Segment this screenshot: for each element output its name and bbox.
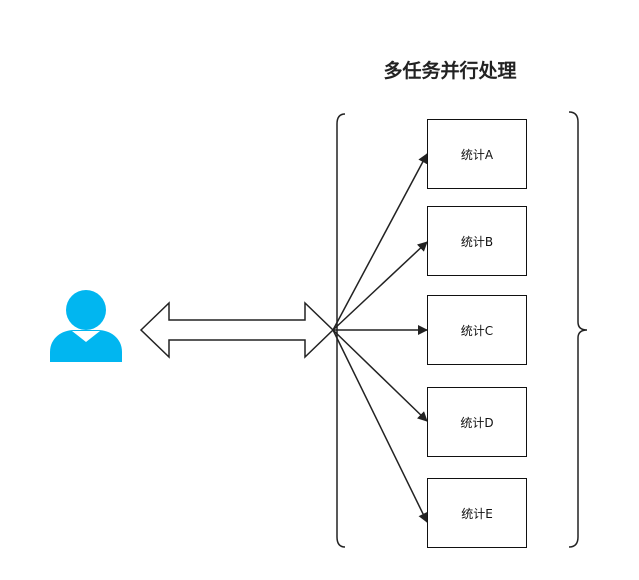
arrow-to-task-d [332, 329, 428, 422]
arrow-to-task-b [332, 241, 428, 331]
task-label: 统计D [460, 415, 494, 430]
task-box-c: 统计C [427, 295, 527, 365]
task-box-d: 统计D [427, 387, 527, 457]
diagram-title: 多任务并行处理 [383, 60, 517, 82]
task-label: 统计B [460, 234, 494, 249]
double-arrow-icon [139, 301, 335, 359]
user-icon [50, 290, 122, 362]
task-box-a: 统计A [427, 119, 527, 189]
arrow-to-task-a [332, 153, 428, 331]
task-label: 统计C [460, 323, 494, 338]
task-label: 统计E [461, 506, 493, 521]
right-brace [568, 111, 588, 548]
arrow-to-task-e [332, 329, 428, 523]
task-label: 统计A [460, 147, 494, 162]
task-box-b: 统计B [427, 206, 527, 276]
task-box-e: 统计E [427, 478, 527, 548]
